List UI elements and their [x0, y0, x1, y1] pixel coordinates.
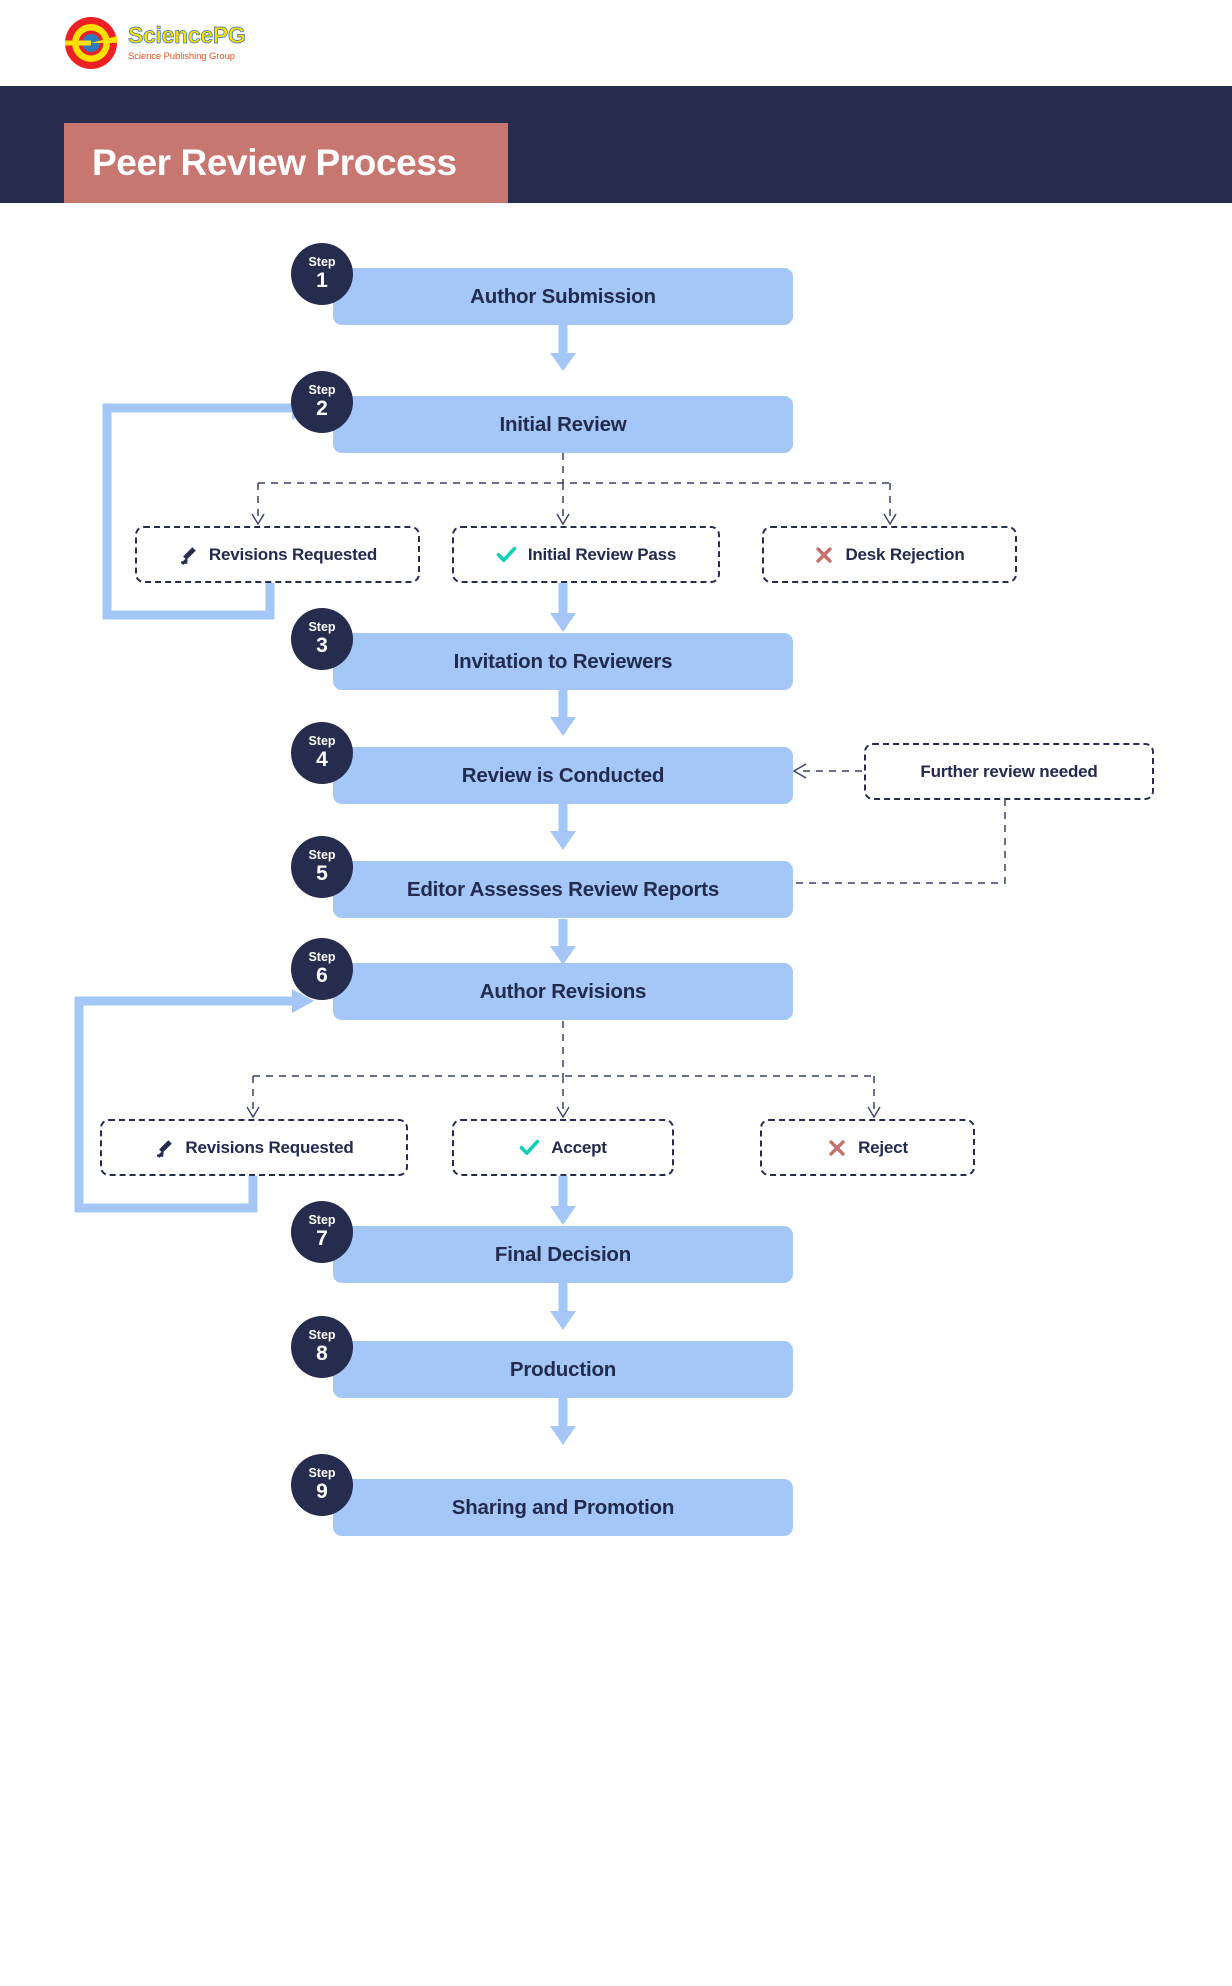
edge-accept-s7 — [550, 1176, 576, 1225]
step-badge-label: Step — [308, 949, 336, 964]
node-revisions-requested-1[interactable]: Revisions Requested — [135, 526, 420, 583]
node-initial-review[interactable]: Initial Review — [333, 396, 793, 453]
step-badge-2: Step 2 — [291, 371, 353, 433]
further-arrowhead — [792, 763, 807, 779]
edge-loop-2 — [74, 996, 295, 1213]
edge-s6-branches — [252, 1021, 875, 1109]
node-label: Accept — [551, 1137, 607, 1157]
step-badge-number: 8 — [316, 1342, 328, 1366]
step-badge-number: 4 — [316, 748, 328, 772]
step-badge-label: Step — [308, 254, 336, 269]
edge-s1-s2 — [550, 325, 576, 371]
node-label: Reject — [858, 1137, 908, 1157]
branch-arrowheads-1 — [251, 513, 897, 526]
pencil-icon — [178, 545, 198, 565]
node-label: Initial Review — [499, 412, 627, 436]
node-initial-review-pass[interactable]: Initial Review Pass — [452, 526, 720, 583]
node-label: Revisions Requested — [208, 544, 378, 564]
step-badge-7: Step 7 — [291, 1201, 353, 1263]
step-badge-label: Step — [308, 733, 336, 748]
node-invitation-to-reviewers[interactable]: Invitation to Reviewers — [333, 633, 793, 690]
edge-s4-s5 — [550, 804, 576, 850]
edge-loop-1 — [102, 403, 295, 620]
step-badge-number: 1 — [316, 269, 328, 293]
node-label: Further review needed — [920, 761, 1098, 781]
edge-s3-s4 — [550, 690, 576, 736]
node-accept[interactable]: Accept — [452, 1119, 674, 1176]
step-badge-label: Step — [308, 847, 336, 862]
node-review-is-conducted[interactable]: Review is Conducted — [333, 747, 793, 804]
step-badge-9: Step 9 — [291, 1454, 353, 1516]
node-production[interactable]: Production — [333, 1341, 793, 1398]
node-label: Author Revisions — [479, 979, 647, 1003]
pencil-icon — [154, 1138, 174, 1158]
node-revisions-requested-2[interactable]: Revisions Requested — [100, 1119, 408, 1176]
node-author-submission[interactable]: Author Submission — [333, 268, 793, 325]
logo-bar: SciencePG Science Publishing Group — [0, 0, 1232, 86]
edge-s8-s9 — [550, 1398, 576, 1445]
edge-s5-s6 — [550, 919, 576, 965]
flow-connectors — [74, 325, 1006, 1445]
step-badge-6: Step 6 — [291, 938, 353, 1000]
node-further-review-needed[interactable]: Further review needed — [864, 743, 1154, 800]
sciencepg-logo[interactable]: SciencePG Science Publishing Group — [64, 16, 246, 70]
step-badge-8: Step 8 — [291, 1316, 353, 1378]
loop-2-arrowhead — [292, 989, 314, 1013]
node-label: Invitation to Reviewers — [453, 649, 673, 673]
step-badge-label: Step — [308, 1465, 336, 1480]
node-reject[interactable]: Reject — [760, 1119, 975, 1176]
step-badge-number: 2 — [316, 397, 328, 421]
node-label: Desk Rejection — [845, 544, 965, 564]
node-sharing-and-promotion[interactable]: Sharing and Promotion — [333, 1479, 793, 1536]
edge-s5-further — [796, 799, 1006, 884]
step-badge-label: Step — [308, 1327, 336, 1342]
step-badge-number: 9 — [316, 1480, 328, 1504]
step-badge-1: Step 1 — [291, 243, 353, 305]
edge-s7-s8 — [550, 1283, 576, 1330]
step-badge-3: Step 3 — [291, 608, 353, 670]
page-title-chip: Peer Review Process — [64, 123, 508, 203]
branch-arrowheads-2 — [246, 1106, 881, 1119]
header-band: Peer Review Process — [0, 86, 1232, 203]
node-label: Sharing and Promotion — [451, 1495, 675, 1519]
node-label: Editor Assesses Review Reports — [406, 877, 720, 901]
page-title: Peer Review Process — [92, 142, 457, 183]
check-icon — [519, 1137, 540, 1158]
node-author-revisions[interactable]: Author Revisions — [333, 963, 793, 1020]
step-badge-5: Step 5 — [291, 836, 353, 898]
x-icon — [827, 1138, 847, 1158]
step-badge-number: 5 — [316, 862, 328, 886]
logo-subtitle: Science Publishing Group — [128, 51, 235, 63]
step-badge-label: Step — [308, 382, 336, 397]
node-label: Final Decision — [494, 1242, 632, 1266]
check-icon — [496, 544, 517, 565]
step-badge-number: 6 — [316, 964, 328, 988]
step-badge-number: 7 — [316, 1227, 328, 1251]
node-label: Production — [509, 1357, 617, 1381]
step-badge-number: 3 — [316, 634, 328, 658]
edge-s2-branches — [257, 427, 891, 516]
x-icon — [814, 545, 834, 565]
step-badge-label: Step — [308, 619, 336, 634]
flowchart-canvas: Author Submission Step 1 Initial Review … — [0, 203, 1232, 1986]
node-desk-rejection[interactable]: Desk Rejection — [762, 526, 1017, 583]
node-label: Review is Conducted — [461, 763, 665, 787]
node-editor-assesses-review-reports[interactable]: Editor Assesses Review Reports — [333, 861, 793, 918]
edge-pass-s3 — [550, 583, 576, 632]
step-badge-4: Step 4 — [291, 722, 353, 784]
concentric-circle-logo-icon — [64, 16, 118, 70]
node-label: Initial Review Pass — [527, 544, 677, 564]
step-badge-label: Step — [308, 1212, 336, 1227]
node-label: Author Submission — [470, 284, 656, 308]
logo-title: SciencePG — [128, 22, 246, 49]
node-label: Revisions Requested — [185, 1137, 354, 1157]
node-final-decision[interactable]: Final Decision — [333, 1226, 793, 1283]
